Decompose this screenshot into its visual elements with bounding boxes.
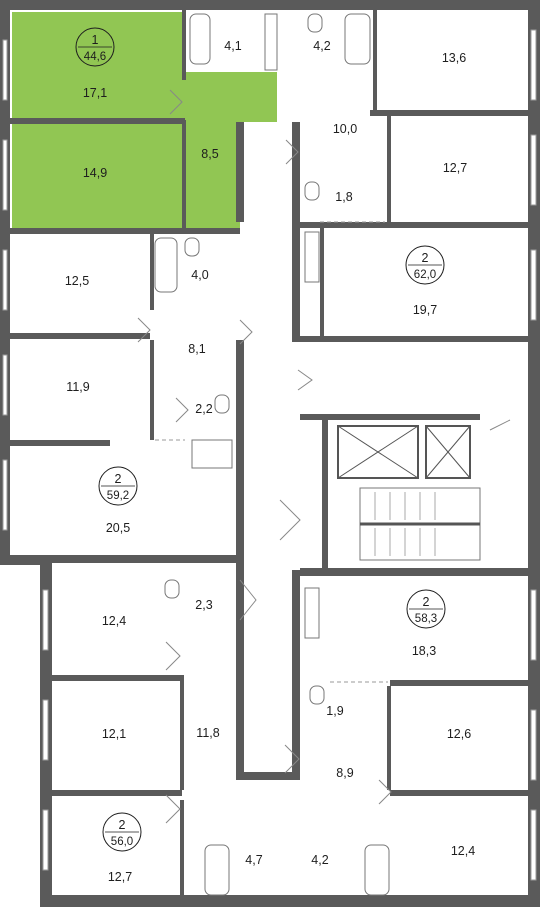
room-area: 13,6 xyxy=(442,51,466,65)
apartment-badge-2a[interactable]: 2 62,0 xyxy=(405,245,445,285)
room-area: 12,1 xyxy=(102,727,126,741)
apartment-total-area: 58,3 xyxy=(415,613,437,625)
room-area: 4,2 xyxy=(311,853,328,867)
room-area: 18,3 xyxy=(412,644,436,658)
room-area: 17,1 xyxy=(83,86,107,100)
bathroom-fixtures xyxy=(154,13,390,896)
apartment-rooms: 1 xyxy=(92,33,99,47)
room-area: 4,2 xyxy=(313,39,330,53)
room-area: 12,5 xyxy=(65,274,89,288)
room-area: 14,9 xyxy=(83,166,107,180)
apartment-total-area: 44,6 xyxy=(84,51,106,63)
apartment-total-area: 62,0 xyxy=(414,269,436,281)
apartment-badge-2b[interactable]: 2 59,2 xyxy=(98,466,138,506)
right-interior-walls xyxy=(300,10,528,796)
room-area: 19,7 xyxy=(413,303,437,317)
room-area: 2,3 xyxy=(195,598,212,612)
apartment-total-area: 59,2 xyxy=(107,490,129,502)
elevator-core xyxy=(337,425,481,561)
apartment-total-area: 56,0 xyxy=(111,836,133,848)
room-area: 12,7 xyxy=(443,161,467,175)
left-interior-walls xyxy=(10,10,242,895)
room-area: 12,6 xyxy=(447,727,471,741)
room-area: 8,9 xyxy=(336,766,353,780)
apartment-rooms: 2 xyxy=(422,251,429,265)
room-area: 12,4 xyxy=(451,844,475,858)
door-swings xyxy=(137,89,511,824)
room-area: 2,2 xyxy=(195,402,212,416)
room-area: 8,5 xyxy=(201,147,218,161)
room-area: 20,5 xyxy=(106,521,130,535)
apartment-rooms: 2 xyxy=(423,595,430,609)
apartment-badge-1[interactable]: 1 44,6 xyxy=(75,27,115,67)
room-area: 4,0 xyxy=(191,268,208,282)
room-area: 12,7 xyxy=(108,870,132,884)
room-area: 1,8 xyxy=(335,190,352,204)
apartment-badge-2c[interactable]: 2 58,3 xyxy=(406,589,446,629)
corridor-walls xyxy=(236,122,300,780)
apartment-rooms: 2 xyxy=(115,472,122,486)
room-area: 11,8 xyxy=(196,726,219,740)
room-area: 12,4 xyxy=(102,614,126,628)
room-area: 11,9 xyxy=(66,380,89,394)
room-area: 8,1 xyxy=(188,342,205,356)
room-area: 1,9 xyxy=(326,704,343,718)
apartment-rooms: 2 xyxy=(119,818,126,832)
room-area: 10,0 xyxy=(333,122,357,136)
apartment-badge-2d[interactable]: 2 56,0 xyxy=(102,812,142,852)
room-area: 4,1 xyxy=(224,39,241,53)
room-area: 4,7 xyxy=(245,853,262,867)
